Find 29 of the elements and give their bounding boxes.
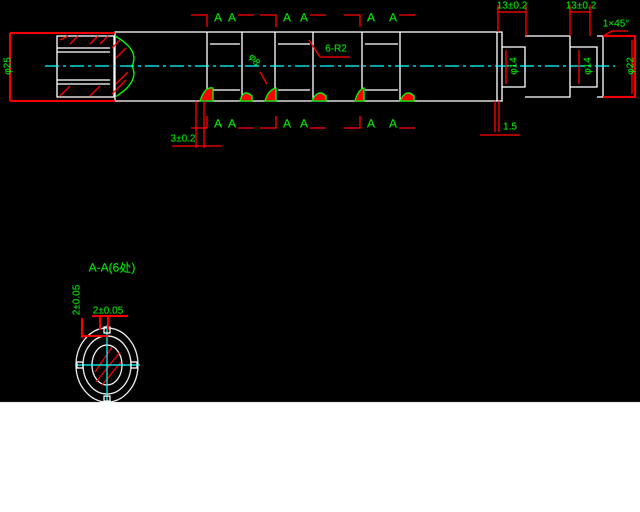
dimension-text: 13±0.2 [566, 0, 596, 12]
section-mark: A [214, 12, 222, 24]
dimension-text: φ14 [508, 57, 520, 75]
section-mark: A [283, 12, 291, 24]
section-mark: A [389, 12, 397, 24]
section-mark: A [228, 12, 236, 24]
leader-line [308, 40, 321, 58]
annotation-text: 1×45° [602, 18, 630, 30]
dimension-text: φ22 [626, 57, 636, 75]
section-mark: A [367, 12, 375, 24]
section-mark: A [300, 118, 308, 130]
dimension-text: 2±0.05 [92, 306, 124, 316]
dimension-text: φ14 [582, 57, 594, 75]
leader-line [602, 30, 612, 37]
dimension-text: 1.5 [503, 122, 517, 132]
section-title: A-A(6处) [88, 262, 136, 274]
annotation-text: φ8 [246, 52, 262, 68]
dimension-text: 2±0.05 [72, 284, 82, 316]
section-mark: A [300, 12, 308, 24]
leader-line [259, 72, 268, 84]
dimension-text: 13±0.2 [496, 0, 528, 12]
section-mark: A [367, 118, 375, 130]
dimension-text: 3±0.2 [170, 134, 196, 144]
section-mark: A [389, 118, 397, 130]
section-mark: A [214, 118, 222, 130]
annotation-text: 6-R2 [325, 44, 347, 54]
section-mark: A [228, 118, 236, 130]
section-mark: A [283, 118, 291, 130]
dimension-text: φ25 [2, 57, 14, 75]
